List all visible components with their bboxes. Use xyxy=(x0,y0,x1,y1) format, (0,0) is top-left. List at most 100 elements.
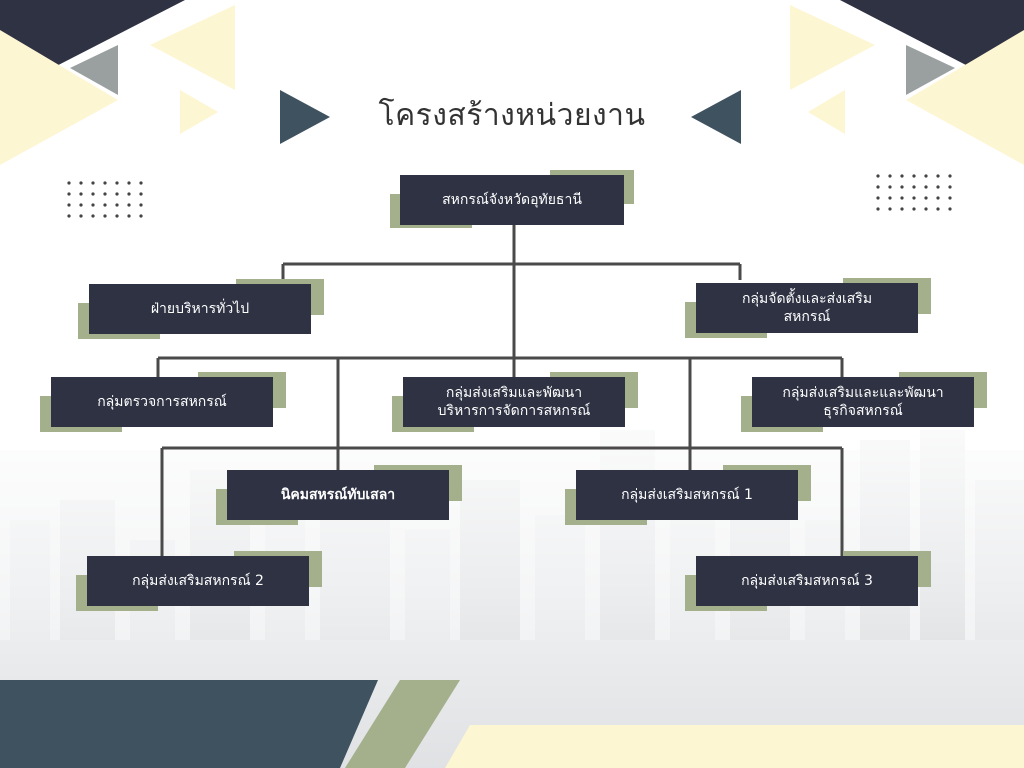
dot xyxy=(103,214,107,218)
dot xyxy=(67,181,71,185)
dot xyxy=(115,203,119,207)
dot xyxy=(888,185,892,189)
dot xyxy=(876,207,880,211)
node-label-promo1: กลุ่มส่งเสริมสหกรณ์ 1 xyxy=(621,487,753,503)
corner-triangle-cream-left xyxy=(0,30,118,165)
dot xyxy=(67,203,71,207)
bottom-band-cream xyxy=(445,725,1024,768)
node-management: กลุ่มส่งเสริมและพัฒนา บริหารการจัดการสหก… xyxy=(392,372,638,434)
node-admin: ฝ่ายบริหารทั่วไป xyxy=(78,279,324,341)
bottom-stripe-olive xyxy=(345,680,460,768)
node-label-audit: กลุ่มตรวจการสหกรณ์ xyxy=(97,394,227,410)
node-label-business: กลุ่มส่งเสริมและและพัฒนา ธุรกิจสหกรณ์ xyxy=(782,385,944,419)
node-box: กลุ่มส่งเสริมสหกรณ์ 1 xyxy=(576,470,798,520)
node-box: กลุ่มส่งเสริมและพัฒนา บริหารการจัดการสหก… xyxy=(403,377,625,427)
node-promo2: กลุ่มส่งเสริมสหกรณ์ 2 xyxy=(76,551,322,613)
dot xyxy=(67,192,71,196)
connector-lines xyxy=(156,222,844,556)
node-settlement: นิคมสหรณ์ทับเสลา xyxy=(216,465,462,527)
dot xyxy=(115,192,119,196)
dot xyxy=(127,181,131,185)
dot xyxy=(91,192,95,196)
dot xyxy=(103,192,107,196)
dot xyxy=(888,174,892,178)
triangle-right-icon xyxy=(280,90,330,144)
dot xyxy=(91,181,95,185)
node-box: กลุ่มตรวจการสหกรณ์ xyxy=(51,377,273,427)
node-label-establish: กลุ่มจัดตั้งและส่งเสริม สหกรณ์ xyxy=(741,291,873,325)
corner-triangle-cream-right xyxy=(906,30,1024,165)
node-label-admin: ฝ่ายบริหารทั่วไป xyxy=(150,301,250,317)
dot xyxy=(79,192,83,196)
node-label-promo2: กลุ่มส่งเสริมสหกรณ์ 2 xyxy=(132,573,264,589)
dot xyxy=(924,196,928,200)
dot xyxy=(948,207,952,211)
dot xyxy=(936,207,940,211)
node-label-root: สหกรณ์จังหวัดอุทัยธานี xyxy=(442,192,582,208)
dot xyxy=(876,185,880,189)
dot xyxy=(139,203,143,207)
dot xyxy=(924,174,928,178)
node-box: สหกรณ์จังหวัดอุทัยธานี xyxy=(400,175,624,225)
dot xyxy=(888,207,892,211)
dot xyxy=(924,207,928,211)
dot xyxy=(127,214,131,218)
dot xyxy=(139,181,143,185)
dot-grid-icon xyxy=(876,174,952,211)
corner-triangle-gray-left xyxy=(70,45,118,95)
dot xyxy=(936,185,940,189)
dot xyxy=(948,196,952,200)
dot xyxy=(900,185,904,189)
dot xyxy=(79,181,83,185)
node-label-settlement: นิคมสหรณ์ทับเสลา xyxy=(280,487,396,503)
node-establish: กลุ่มจัดตั้งและส่งเสริม สหกรณ์ xyxy=(685,278,931,340)
dot xyxy=(91,203,95,207)
dot xyxy=(67,214,71,218)
triangle-left-icon xyxy=(691,90,741,144)
dot xyxy=(912,174,916,178)
node-box: กลุ่มส่งเสริมสหกรณ์ 2 xyxy=(87,556,309,606)
corner-triangle-cream-tiny-left xyxy=(180,90,218,134)
corner-triangle-cream-small-right xyxy=(790,5,875,90)
node-box: กลุ่มส่งเสริมสหกรณ์ 3 xyxy=(696,556,918,606)
dot xyxy=(876,174,880,178)
dot xyxy=(912,207,916,211)
corner-triangle-cream-tiny-right xyxy=(808,90,845,134)
dot xyxy=(888,196,892,200)
dot xyxy=(924,185,928,189)
node-box: นิคมสหรณ์ทับเสลา xyxy=(227,470,449,520)
dot xyxy=(79,214,83,218)
node-promo3: กลุ่มส่งเสริมสหกรณ์ 3 xyxy=(685,551,931,613)
node-label-promo3: กลุ่มส่งเสริมสหกรณ์ 3 xyxy=(741,573,873,589)
dot xyxy=(900,196,904,200)
corner-triangle-gray-right xyxy=(906,45,955,95)
dot xyxy=(936,174,940,178)
dot xyxy=(103,181,107,185)
dot xyxy=(936,196,940,200)
dot xyxy=(948,174,952,178)
page-title: โครงสร้างหน่วยงาน xyxy=(378,98,646,133)
node-promo1: กลุ่มส่งเสริมสหกรณ์ 1 xyxy=(565,465,811,527)
node-audit: กลุ่มตรวจการสหกรณ์ xyxy=(40,372,286,434)
dot xyxy=(948,185,952,189)
dot xyxy=(127,192,131,196)
dot xyxy=(912,196,916,200)
dot xyxy=(79,203,83,207)
bottom-band-slate xyxy=(0,680,378,768)
node-label-management: กลุ่มส่งเสริมและพัฒนา บริหารการจัดการสหก… xyxy=(437,385,591,419)
dot xyxy=(139,214,143,218)
dot-grid-icon xyxy=(67,181,143,218)
dot xyxy=(876,196,880,200)
dot xyxy=(900,174,904,178)
node-box: กลุ่มจัดตั้งและส่งเสริม สหกรณ์ xyxy=(696,283,918,333)
node-root: สหกรณ์จังหวัดอุทัยธานี xyxy=(390,170,635,230)
dot xyxy=(115,214,119,218)
node-business: กลุ่มส่งเสริมและและพัฒนา ธุรกิจสหกรณ์ xyxy=(741,372,987,434)
dot xyxy=(127,203,131,207)
node-box: ฝ่ายบริหารทั่วไป xyxy=(89,284,311,334)
dot xyxy=(912,185,916,189)
dot xyxy=(139,192,143,196)
dot xyxy=(115,181,119,185)
node-box: กลุ่มส่งเสริมและและพัฒนา ธุรกิจสหกรณ์ xyxy=(752,377,974,427)
